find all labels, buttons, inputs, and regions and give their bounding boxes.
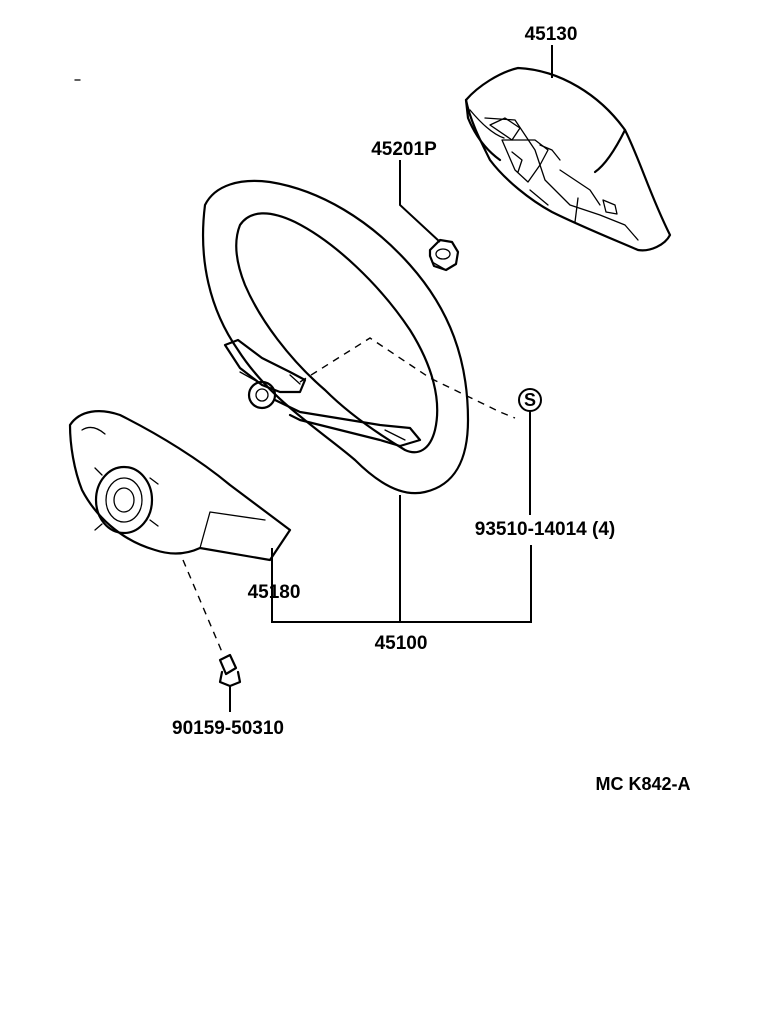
screw-icon [218, 653, 242, 712]
leader-bracket [271, 545, 532, 623]
label-90159: 90159-50310 [172, 718, 284, 739]
bolt-symbol: S [518, 388, 542, 412]
steering-wheel-icon [202, 179, 470, 495]
label-45100: 45100 [375, 633, 428, 654]
horn-pad-icon [464, 66, 672, 252]
drawing-code: MC K842-A [595, 774, 690, 794]
screw-dashed-line [182, 559, 223, 653]
leader-45201p [399, 160, 441, 243]
svg-text:S: S [524, 390, 536, 410]
label-45130: 45130 [525, 24, 578, 45]
nut-icon [428, 238, 460, 272]
label-45180: 45180 [248, 582, 301, 603]
label-93510: 93510-14014 (4) [475, 519, 616, 540]
lower-cover-icon [68, 410, 292, 562]
label-45201p: 45201P [371, 139, 437, 160]
assembly-dashed-line [299, 337, 516, 419]
